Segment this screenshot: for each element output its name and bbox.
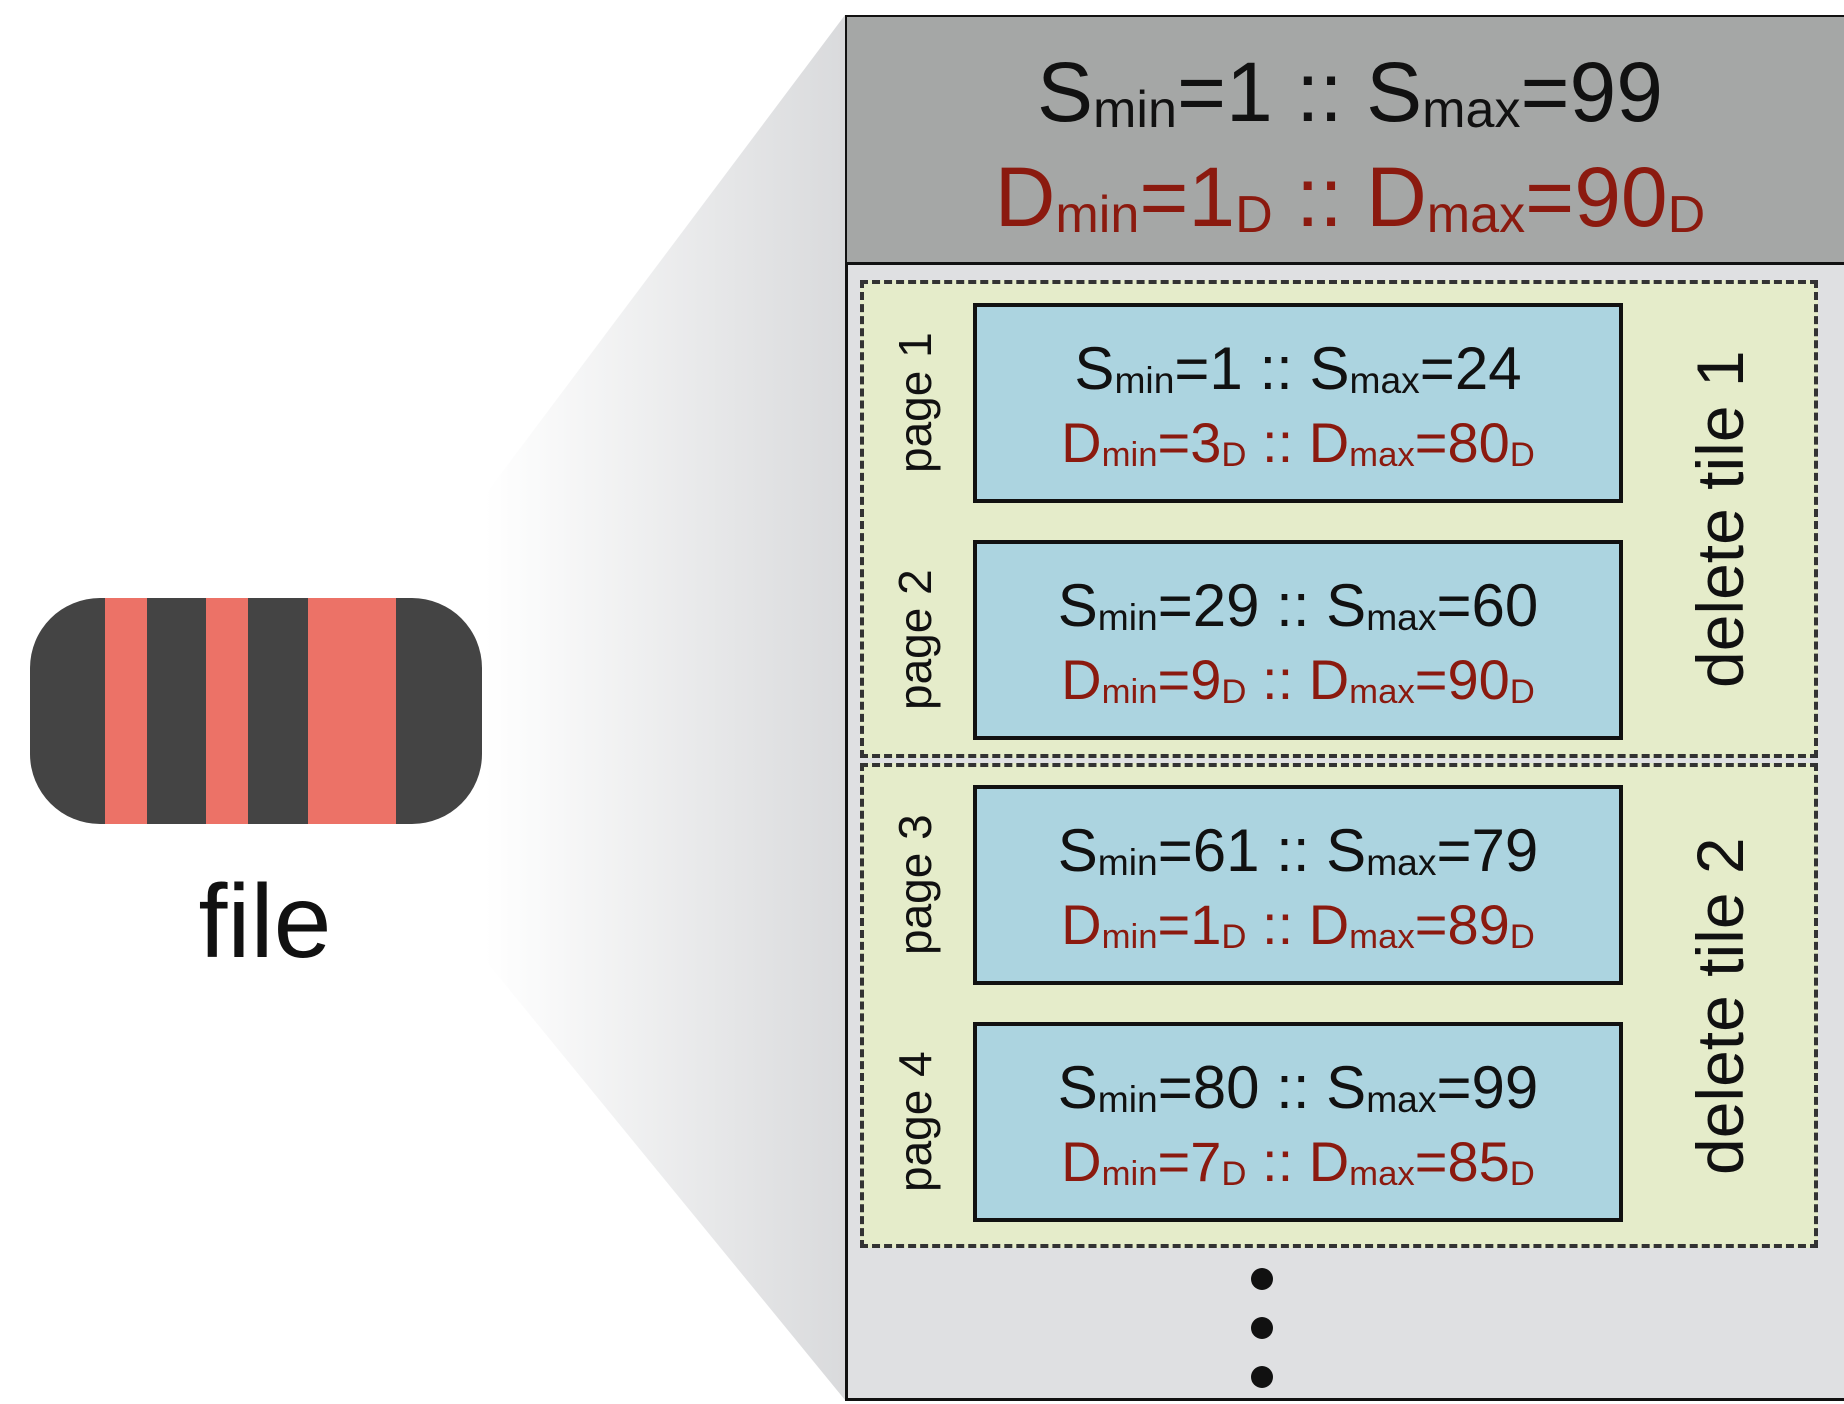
- page-sort-key-range: Smin=1 :: Smax=24: [1074, 335, 1522, 402]
- page-delete-key-range: Dmin=1D :: Dmax=89D: [1061, 893, 1535, 957]
- page-sort-key-range: Smin=80 :: Smax=99: [1057, 1054, 1539, 1121]
- file-summary-header: [847, 17, 1844, 265]
- file-stripe: [206, 598, 248, 824]
- page-delete-key-range: Dmin=7D :: Dmax=85D: [1061, 1130, 1535, 1194]
- page-delete-key-range: Dmin=3D :: Dmax=80D: [1061, 411, 1535, 475]
- file-sort-key-range: Smin=1 :: Smax=99: [1037, 45, 1663, 140]
- ellipsis-dot: [1251, 1366, 1273, 1388]
- page-delete-key-range: Dmin=9D :: Dmax=90D: [1061, 648, 1535, 712]
- file-icon: [30, 598, 482, 824]
- file-label: file: [198, 864, 332, 980]
- delete-tile-label: delete tile 2: [1683, 837, 1757, 1175]
- page-sort-key-range: Smin=61 :: Smax=79: [1057, 817, 1539, 884]
- page-box: Smin=61 :: Smax=79 Dmin=1D :: Dmax=89D: [973, 785, 1623, 985]
- page-sort-key-range: Smin=29 :: Smax=60: [1057, 572, 1539, 639]
- file-delete-key-range: Dmin=1D :: Dmax=90D: [994, 150, 1706, 245]
- page-label: page 3: [889, 814, 941, 956]
- page-box: Smin=80 :: Smax=99 Dmin=7D :: Dmax=85D: [973, 1022, 1623, 1222]
- page-label: page 2: [889, 569, 941, 711]
- file-stripe: [308, 598, 396, 824]
- file-stripe: [105, 598, 147, 824]
- ellipsis-dot: [1251, 1268, 1273, 1290]
- page-box: Smin=1 :: Smax=24 Dmin=3D :: Dmax=80D: [973, 303, 1623, 503]
- page-label: page 1: [889, 332, 941, 474]
- ellipsis-dot: [1251, 1317, 1273, 1339]
- delete-tile-label: delete tile 1: [1683, 350, 1757, 688]
- page-label: page 4: [889, 1051, 941, 1193]
- page-box: Smin=29 :: Smax=60 Dmin=9D :: Dmax=90D: [973, 540, 1623, 740]
